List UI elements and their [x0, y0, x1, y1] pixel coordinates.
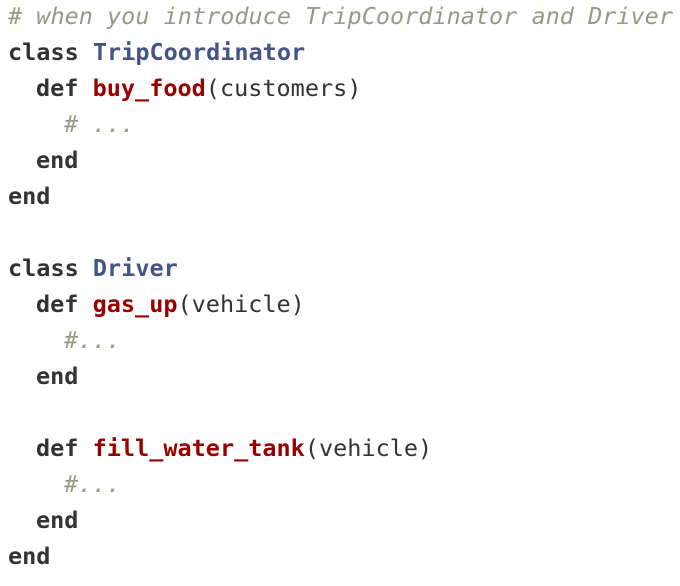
code-line-comment-header: # when you introduce TripCoordinator and…	[8, 0, 673, 34]
code-line-end: end	[36, 502, 78, 538]
keyword: end	[36, 146, 79, 174]
code-line-def-buy-food: def buy_food(customers)	[36, 70, 361, 106]
keyword: def	[36, 434, 79, 462]
function-name: fill_water_tank	[92, 434, 305, 462]
keyword: end	[36, 506, 79, 534]
comment: # when you introduce TripCoordinator and…	[8, 2, 673, 30]
keyword: def	[36, 290, 79, 318]
class-name: TripCoordinator	[92, 38, 306, 66]
keyword: class	[8, 38, 79, 66]
keyword: def	[36, 74, 79, 102]
code-line-def-gas-up: def gas_up(vehicle)	[36, 286, 305, 322]
keyword: end	[8, 542, 51, 570]
function-args: (customers)	[205, 74, 362, 102]
code-line-comment: #...	[64, 466, 121, 502]
code-line-class-tripcoordinator: class TripCoordinator	[8, 34, 305, 70]
comment: # ...	[64, 110, 135, 138]
keyword: end	[8, 182, 51, 210]
class-name: Driver	[92, 254, 178, 282]
function-args: (vehicle)	[304, 434, 433, 462]
code-line-comment: # ...	[64, 106, 135, 142]
keyword: end	[36, 362, 79, 390]
code-line-class-driver: class Driver	[8, 250, 178, 286]
comment: #...	[64, 326, 121, 354]
code-line-def-fill-water-tank: def fill_water_tank(vehicle)	[36, 430, 432, 466]
keyword: class	[8, 254, 79, 282]
function-name: gas_up	[92, 290, 178, 318]
function-args: (vehicle)	[177, 290, 305, 318]
function-name: buy_food	[92, 74, 206, 102]
code-line-comment: #...	[64, 322, 121, 358]
code-line-end: end	[36, 142, 78, 178]
code-line-end: end	[36, 358, 78, 394]
code-line-end: end	[8, 538, 50, 574]
code-line-end: end	[8, 178, 50, 214]
comment: #...	[64, 470, 121, 498]
